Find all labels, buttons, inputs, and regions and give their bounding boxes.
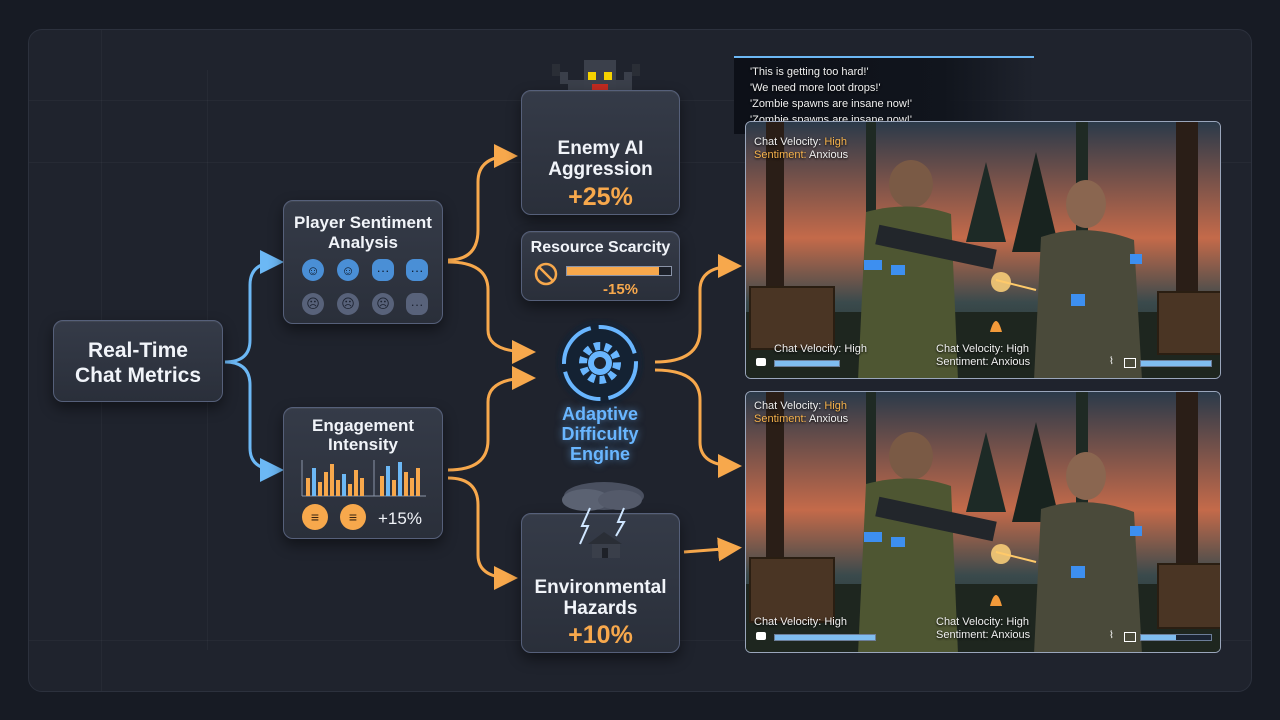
gear-cycle-icon (558, 321, 642, 405)
scene-bottom-sentiment: Sentiment: Anxious (754, 413, 848, 425)
sentiment-key: Sentiment: (754, 149, 807, 161)
chat-bubble-icon: ≡ (340, 504, 366, 530)
wifi-icon: ⌇ (1109, 630, 1114, 641)
camera-icon (756, 632, 766, 640)
happy-face-icon: ☺ (302, 259, 324, 281)
chat-feed-line: 'This is getting too hard!' (750, 66, 869, 78)
happy-face-icon: ☺ (337, 259, 359, 281)
scene-top-velocity: Chat Velocity: High (754, 136, 847, 148)
engagement-percent: +15% (378, 509, 422, 528)
sentiment-key: Sentiment: (754, 413, 807, 425)
engagement-title-line1: Engagement (311, 416, 415, 435)
environment-title-line1: Environmental (534, 577, 667, 598)
scene-top-bottom-right-velocity: Chat Velocity: High (936, 343, 1029, 355)
game-scene-top: Chat Velocity: High Sentiment: Anxious C… (745, 121, 1221, 379)
no-resource-icon (534, 262, 558, 286)
sentiment-value: Anxious (809, 149, 849, 161)
sentiment-value: Anxious (809, 413, 849, 425)
wifi-icon: ⌇ (1109, 356, 1114, 367)
sentiment-title-line2: Analysis (328, 233, 398, 252)
environment-value: +10% (568, 621, 633, 649)
engagement-intensity-box: Engagement Intensity ≡ ≡ +15% (283, 407, 443, 539)
engine-label-line2: Difficulty (561, 424, 639, 444)
scene-bottom-bottom-right-velocity: Chat Velocity: High (936, 616, 1029, 628)
scene-top-left-bar (774, 360, 840, 367)
chat-feed-line: 'We need more loot drops!' (750, 82, 881, 94)
velocity-value: High (824, 136, 847, 148)
scene-bottom-left-bar (774, 634, 876, 641)
chat-metrics-source-box: Real-Time Chat Metrics (53, 320, 223, 402)
environmental-hazards-box: Environmental Hazards +10% (521, 482, 680, 653)
chat-feed-line: 'Zombie spawns are insane now!' (750, 98, 912, 110)
scene-bottom-bottom-left-velocity: Chat Velocity: High (754, 616, 847, 628)
velocity-value: High (824, 400, 847, 412)
game-scene-bottom: Chat Velocity: High Sentiment: Anxious C… (745, 391, 1221, 653)
scene-top-sentiment: Sentiment: Anxious (754, 149, 848, 161)
engine-label: Adaptive Difficulty Engine (535, 404, 665, 464)
speaker-icon (1124, 358, 1136, 368)
enemy-title-line1: Enemy AI (557, 138, 644, 159)
engine-label-line1: Adaptive (561, 404, 639, 424)
chat-bubble-icon: ··· (372, 259, 394, 281)
engine-label-line3: Engine (569, 444, 630, 464)
velocity-key: Chat Velocity: (754, 400, 822, 412)
resource-value: -15% (602, 281, 639, 298)
scene-bottom-bottom-right-sentiment: Sentiment: Anxious (936, 629, 1031, 641)
forest-scene-graphic (746, 392, 1220, 652)
source-title-line2: Chat Metrics (74, 364, 202, 387)
sad-face-icon: ☹ (302, 293, 324, 315)
forest-scene-graphic (746, 122, 1220, 378)
engagement-title-line2: Intensity (328, 435, 398, 454)
velocity-key: Chat Velocity: (754, 136, 822, 148)
scene-bottom-right-bar (1140, 634, 1212, 641)
scene-top-right-bar (1140, 360, 1212, 367)
sad-face-icon: ☹ (337, 293, 359, 315)
resource-title: Resource Scarcity (530, 239, 671, 256)
enemy-title-line2: Aggression (548, 159, 653, 180)
chat-bubble-icon: ··· (406, 259, 428, 281)
scene-bottom-velocity: Chat Velocity: High (754, 400, 847, 412)
scene-top-bottom-left-velocity: Chat Velocity: High (774, 343, 867, 355)
camera-icon (756, 358, 766, 366)
sentiment-title-line1: Player Sentiment (294, 213, 432, 232)
source-title-line1: Real-Time (88, 339, 188, 362)
enemy-value: +25% (568, 183, 633, 211)
resource-bar (566, 266, 672, 276)
enemy-ai-aggression-box: Enemy AI Aggression +25% (521, 90, 680, 215)
storm-house-icon (562, 482, 644, 558)
speaker-icon (1124, 632, 1136, 642)
resource-scarcity-box: Resource Scarcity -15% (521, 231, 680, 301)
environment-title-line2: Hazards (563, 598, 638, 619)
sad-face-icon: ☹ (372, 293, 394, 315)
scene-top-bottom-right-sentiment: Sentiment: Anxious (936, 356, 1031, 368)
chat-bubble-icon: ≡ (302, 504, 328, 530)
engagement-bars-graphic (301, 460, 426, 497)
player-sentiment-box: Player Sentiment Analysis ☺ ☺ ··· ··· ☹ … (283, 200, 443, 324)
chat-bubble-icon: ··· (406, 293, 428, 315)
